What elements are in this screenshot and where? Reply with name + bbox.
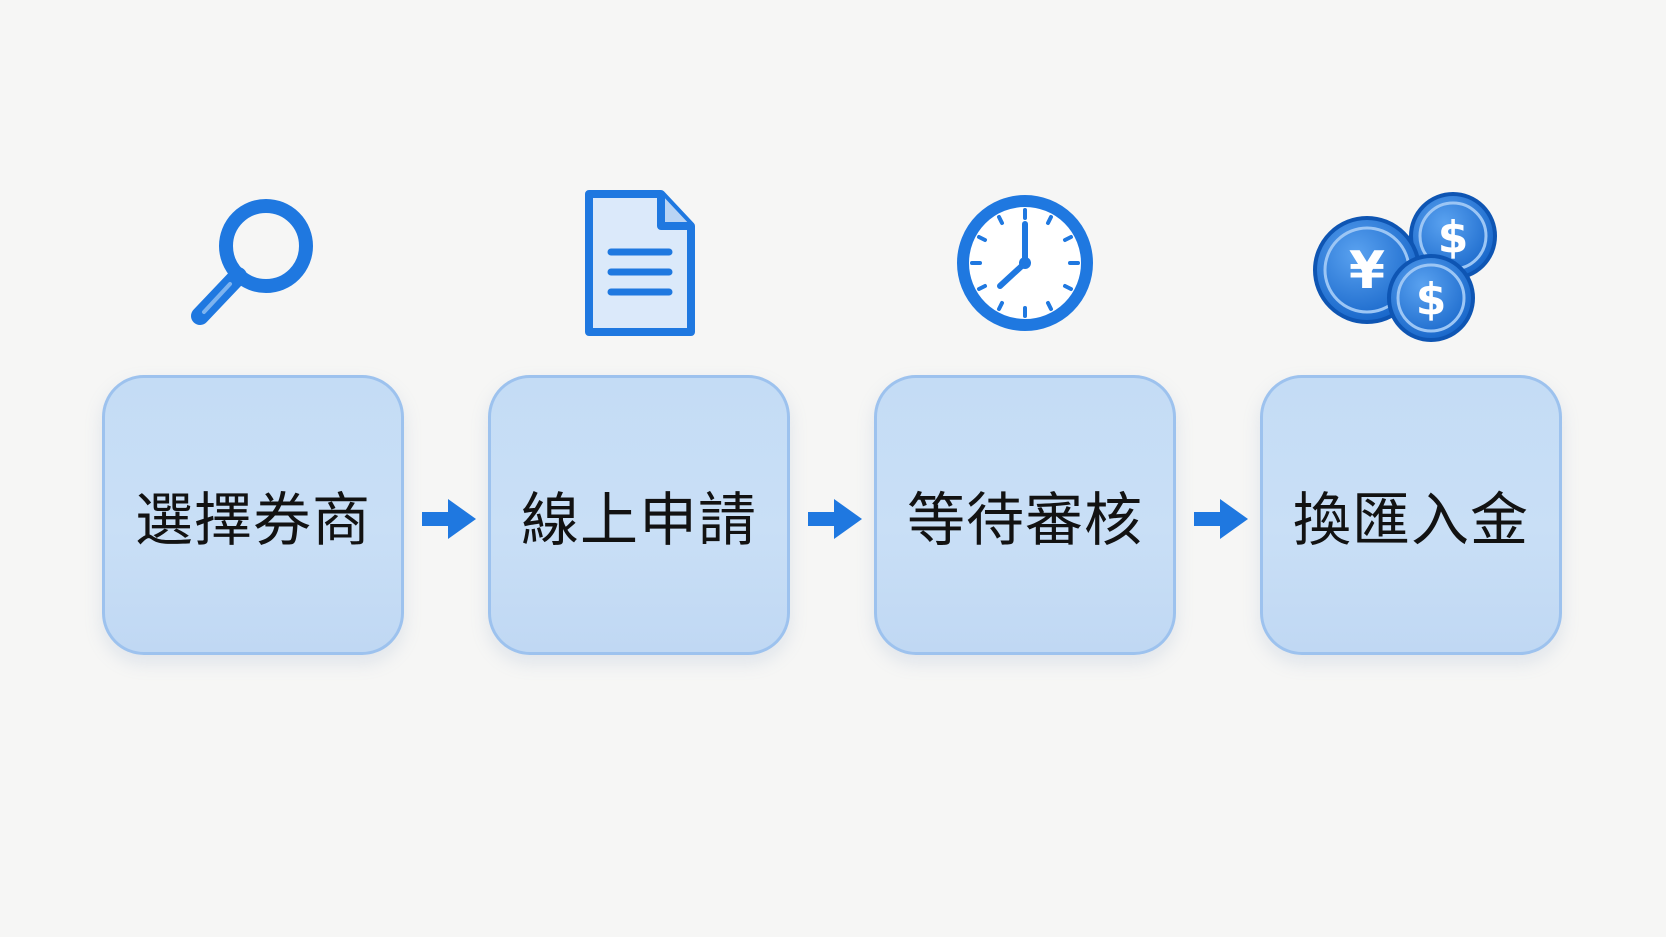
search-icon [102,188,404,348]
arrow-icon [422,495,478,543]
step-label: 選擇券商 [134,486,371,554]
clock-icon [874,188,1176,348]
step-exchange-deposit: $ ¥ $ 換匯入金 [1260,0,1562,937]
step-card: 選擇券商 [102,375,404,655]
dollar-symbol: $ [1416,274,1447,325]
step-label: 線上申請 [520,486,757,554]
coins-icon: $ ¥ $ [1260,188,1562,348]
step-card: 等待審核 [874,375,1176,655]
step-card: 線上申請 [488,375,790,655]
dollar-symbol: $ [1438,212,1469,263]
step-card: 換匯入金 [1260,375,1562,655]
step-await-review: 等待審核 [874,0,1176,937]
arrow-icon [808,495,864,543]
yen-symbol: ¥ [1349,241,1385,301]
step-online-application: 線上申請 [488,0,790,937]
step-select-broker: 選擇券商 [102,0,404,937]
step-label: 等待審核 [906,486,1143,554]
arrow-icon [1194,495,1250,543]
document-icon [488,188,790,348]
step-label: 換匯入金 [1292,486,1529,554]
